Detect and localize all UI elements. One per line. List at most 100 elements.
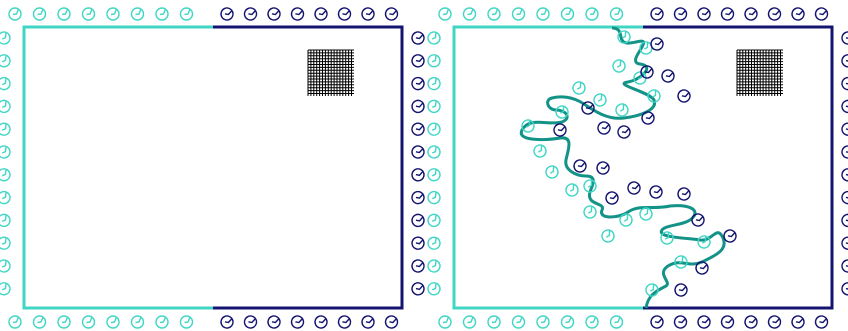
navy-marker-icon [243, 314, 258, 329]
navy-marker-icon [410, 167, 425, 182]
navy-marker-icon [840, 167, 848, 182]
navy-marker-icon [243, 6, 258, 21]
cyan-marker-icon [644, 282, 659, 297]
navy-marker-icon [720, 6, 735, 21]
navy-marker-icon [616, 124, 631, 139]
navy-marker-icon [410, 144, 425, 159]
cyan-marker-icon [156, 8, 168, 20]
navy-marker-icon [814, 314, 829, 329]
cyan-marker-icon [427, 236, 442, 251]
navy-marker-icon [626, 180, 641, 195]
cyan-marker-icon [488, 316, 500, 328]
navy-marker-icon [840, 213, 848, 228]
navy-marker-icon [673, 282, 688, 297]
cyan-marker-icon [427, 122, 442, 137]
cyan-marker-icon [427, 76, 442, 91]
cyan-marker-icon [439, 8, 451, 20]
cyan-marker-icon [156, 316, 168, 328]
cyan-marker-icon [0, 259, 11, 274]
cyan-marker-icon [673, 254, 688, 269]
navy-marker-icon [290, 6, 305, 21]
navy-marker-icon [384, 6, 399, 21]
navy-marker-icon [814, 6, 829, 21]
cyan-marker-icon [611, 8, 623, 20]
cyan-marker-icon [107, 316, 119, 328]
navy-marker-icon [840, 236, 848, 251]
navy-marker-icon [767, 6, 782, 21]
navy-marker-icon [410, 30, 425, 45]
right-panel [427, 6, 848, 329]
navy-marker-icon [790, 314, 805, 329]
cyan-marker-icon [582, 178, 597, 193]
navy-marker-icon [840, 281, 848, 296]
navy-marker-icon [673, 6, 688, 21]
right-panel-grid-patch [737, 50, 783, 96]
cyan-marker-icon [0, 213, 11, 228]
navy-marker-icon [840, 53, 848, 68]
cyan-marker-icon [513, 8, 525, 20]
cyan-marker-icon [181, 8, 193, 20]
cyan-marker-icon [562, 8, 574, 20]
navy-marker-icon [266, 314, 281, 329]
cyan-marker-icon [427, 213, 442, 228]
cyan-marker-icon [0, 53, 11, 68]
navy-marker-icon [696, 314, 711, 329]
cyan-marker-icon [9, 316, 21, 328]
navy-marker-icon [840, 30, 848, 45]
cyan-marker-icon [513, 316, 525, 328]
cyan-marker-icon [427, 99, 442, 114]
cyan-marker-icon [427, 31, 442, 46]
cyan-marker-icon [58, 316, 70, 328]
cyan-marker-icon [0, 145, 11, 160]
navy-marker-icon [676, 88, 691, 103]
navy-marker-icon [696, 6, 711, 21]
cyan-marker-icon [427, 281, 442, 296]
cyan-marker-icon [586, 316, 598, 328]
navy-marker-icon [673, 314, 688, 329]
navy-marker-icon [790, 6, 805, 21]
navy-marker-icon [572, 158, 587, 173]
navy-marker-icon [360, 6, 375, 21]
cyan-marker-icon [58, 8, 70, 20]
navy-marker-icon [648, 184, 663, 199]
navy-marker-icon [596, 120, 611, 135]
cyan-marker-icon [614, 102, 629, 117]
navy-marker-icon [410, 190, 425, 205]
navy-marker-icon [337, 6, 352, 21]
cyan-marker-icon [464, 8, 476, 20]
navy-marker-icon [410, 99, 425, 114]
navy-marker-icon [410, 53, 425, 68]
cyan-marker-icon [427, 53, 442, 68]
navy-marker-icon [690, 212, 705, 227]
cyan-marker-icon [544, 164, 559, 179]
cyan-marker-icon [132, 8, 144, 20]
navy-marker-icon [410, 76, 425, 91]
cyan-marker-icon [537, 316, 549, 328]
navy-marker-icon [552, 122, 567, 137]
navy-marker-icon [266, 6, 281, 21]
cyan-marker-icon [592, 92, 607, 107]
navy-marker-icon [337, 314, 352, 329]
navy-marker-icon [840, 190, 848, 205]
cyan-marker-icon [0, 31, 11, 46]
cyan-marker-icon [9, 8, 21, 20]
cyan-marker-icon [571, 80, 586, 95]
cyan-marker-icon [83, 316, 95, 328]
navy-marker-icon [840, 122, 848, 137]
navy-marker-icon [384, 314, 399, 329]
navy-marker-icon [313, 6, 328, 21]
navy-marker-icon [743, 314, 758, 329]
cyan-marker-icon [488, 8, 500, 20]
cyan-marker-icon [564, 182, 579, 197]
cyan-marker-icon [0, 190, 11, 205]
navy-marker-icon [290, 314, 305, 329]
cyan-marker-icon [107, 8, 119, 20]
cyan-marker-icon [427, 259, 442, 274]
cyan-marker-icon [34, 316, 46, 328]
navy-marker-icon [840, 99, 848, 114]
cyan-marker-icon [646, 88, 661, 103]
navy-marker-icon [604, 190, 619, 205]
cyan-marker-icon [427, 190, 442, 205]
